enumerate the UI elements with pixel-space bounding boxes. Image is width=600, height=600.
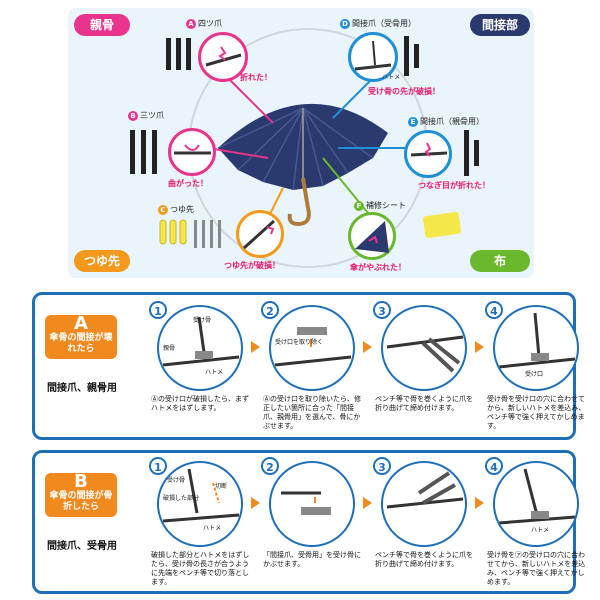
panel-b-step-1: 受け骨 破損した部分 切断 ハトメ 1 破損した部分とハトメをはずしたら、受け骨… [149, 457, 251, 587]
step-illustration [381, 305, 467, 391]
step-illustration: ハトメ [493, 461, 579, 547]
part-c-zoom [236, 210, 284, 258]
step-description: 受け骨を㋐の受け口の穴に合わせてから、新しいハトメを差込み、ペンチ等で強く押えて… [487, 551, 586, 586]
step-number: 1 [149, 457, 167, 475]
part-d-zoom [348, 32, 398, 82]
arrow-right-icon [251, 341, 260, 353]
step-description: Ⓐの受け口を取り除いたら、修正したい箇所に合った「間接爪、親骨用」を選んで、骨に… [263, 395, 361, 430]
step-illustration [381, 461, 467, 547]
panel-a-badge: A 傘骨の間接が壊れたら [45, 315, 117, 359]
part-b-zoom [168, 128, 216, 176]
panel-b-step-2: 2 「間接爪、受骨用」を受け骨にかぶせます。 [261, 457, 363, 569]
arrow-right-icon [363, 341, 372, 353]
step-number: 1 [149, 301, 167, 319]
part-f-note: 傘がやぶれた！ [350, 263, 406, 272]
tip-parts-icon [159, 219, 221, 248]
panel-b-step-4: ハトメ 4 受け骨を㋐の受け口の穴に合わせてから、新しいハトメを差込み、ペンチ等… [485, 457, 587, 587]
label-oyabone: 親骨 [74, 14, 130, 36]
repair-panel-b: B 傘骨の間接が骨折したら 間接爪、受骨用 受け骨 破損した部分 切断 ハトメ … [32, 450, 585, 594]
part-e-note: つなぎ目が折れた！ [418, 181, 490, 190]
step-description: 受け骨を受け口の穴に合わせてから、新しいハトメを差込み、ペンチ等で強く押えてかし… [487, 395, 586, 430]
broken-tip-icon [242, 219, 276, 250]
three-claw-parts-icon [130, 130, 157, 174]
step-number: 3 [373, 457, 391, 475]
part-e-zoom [404, 130, 452, 178]
panel-a-step-3: 3 ペンチ等で骨を巻くように爪を折り曲げて締め付けます。 [373, 301, 475, 413]
broken-claw-icon [205, 46, 242, 67]
pliers-icon [386, 471, 464, 509]
arrow-right-icon [475, 497, 484, 509]
label-kansetsu: 間接部 [470, 14, 530, 36]
joint-claw-rib-parts-icon [404, 36, 419, 76]
panel-b-letter: B [74, 471, 88, 492]
step-illustration [269, 461, 355, 547]
step-description: ペンチ等で骨を巻くように爪を折り曲げて締め付けます。 [375, 395, 473, 412]
umbrella-illustration [217, 103, 388, 227]
step-illustration: 受け口を取り除く [269, 305, 355, 391]
step-description: Ⓐの受け口が破損したら、まずハトメをはずします。 [151, 395, 249, 412]
panel-b-title: 傘骨の間接が骨折したら [49, 491, 113, 512]
panel-a-letter: A [74, 313, 88, 334]
panel-b-subtitle: 間接爪、受骨用 [47, 541, 117, 552]
broken-rib-end-icon [354, 40, 392, 71]
arrow-right-icon [251, 497, 260, 509]
panel-a-step-4: 受け口 4 受け骨を受け口の穴に合わせてから、新しいハトメを差込み、ペンチ等で強… [485, 301, 587, 431]
label-nuno: 布 [470, 250, 530, 272]
step-description: ペンチ等で骨を巻くように爪を折り曲げて締め付けます。 [375, 551, 473, 568]
step-description: 「間接爪、受骨用」を受け骨にかぶせます。 [263, 551, 361, 568]
panel-a-title: 傘骨の間接が壊れたら [49, 333, 113, 354]
panel-b-step-3: 3 ペンチ等で骨を巻くように爪を折り曲げて締め付けます。 [373, 457, 475, 569]
joint-claw-main-parts-icon [464, 130, 479, 176]
arrow-right-icon [475, 341, 484, 353]
step-illustration: 受け口 [493, 305, 579, 391]
part-a-zoom [198, 32, 248, 82]
four-claw-parts-icon [166, 38, 191, 70]
step-number: 3 [373, 301, 391, 319]
part-f-zoom [348, 212, 396, 260]
part-d-tag: ハトメ [382, 74, 401, 81]
panel-b-badge: B 傘骨の間接が骨折したら [45, 473, 117, 517]
part-a-note: 折れた！ [240, 73, 272, 82]
part-d-note: 受け骨の先が破損！ [368, 87, 440, 96]
repair-panel-a: A 傘骨の間接が壊れたら 間接爪、親骨用 受け骨 親骨 ハトメ 1 Ⓐの受け口が… [32, 292, 585, 440]
broken-joint-icon [410, 142, 448, 157]
step-illustration: 受け骨 親骨 ハトメ [157, 305, 243, 391]
step-number: 4 [485, 301, 503, 319]
step-number: 2 [261, 457, 279, 475]
part-b-note: 曲がった！ [168, 179, 208, 188]
step-description: 破損した部分とハトメをはずしたら、受け骨の長さが合うように先端をペンチ等で切り落… [151, 551, 250, 586]
step-number: 4 [485, 457, 503, 475]
panel-a-step-2: 受け口を取り除く 2 Ⓐの受け口を取り除いたら、修正したい箇所に合った「間接爪、… [261, 301, 363, 431]
pliers-icon [386, 335, 464, 373]
panel-a-subtitle: 間接爪、親骨用 [47, 383, 117, 394]
panel-a-step-1: 受け骨 親骨 ハトメ 1 Ⓐの受け口が破損したら、まずハトメをはずします。 [149, 301, 251, 413]
part-c-note: つゆ先が破損！ [224, 261, 280, 270]
label-tsuyusaki: つゆ先 [74, 250, 130, 272]
torn-fabric-icon [355, 221, 389, 253]
step-illustration: 受け骨 破損した部分 切断 ハトメ [157, 461, 243, 547]
step-number: 2 [261, 301, 279, 319]
bent-claw-icon [174, 144, 211, 155]
arrow-right-icon [363, 497, 372, 509]
